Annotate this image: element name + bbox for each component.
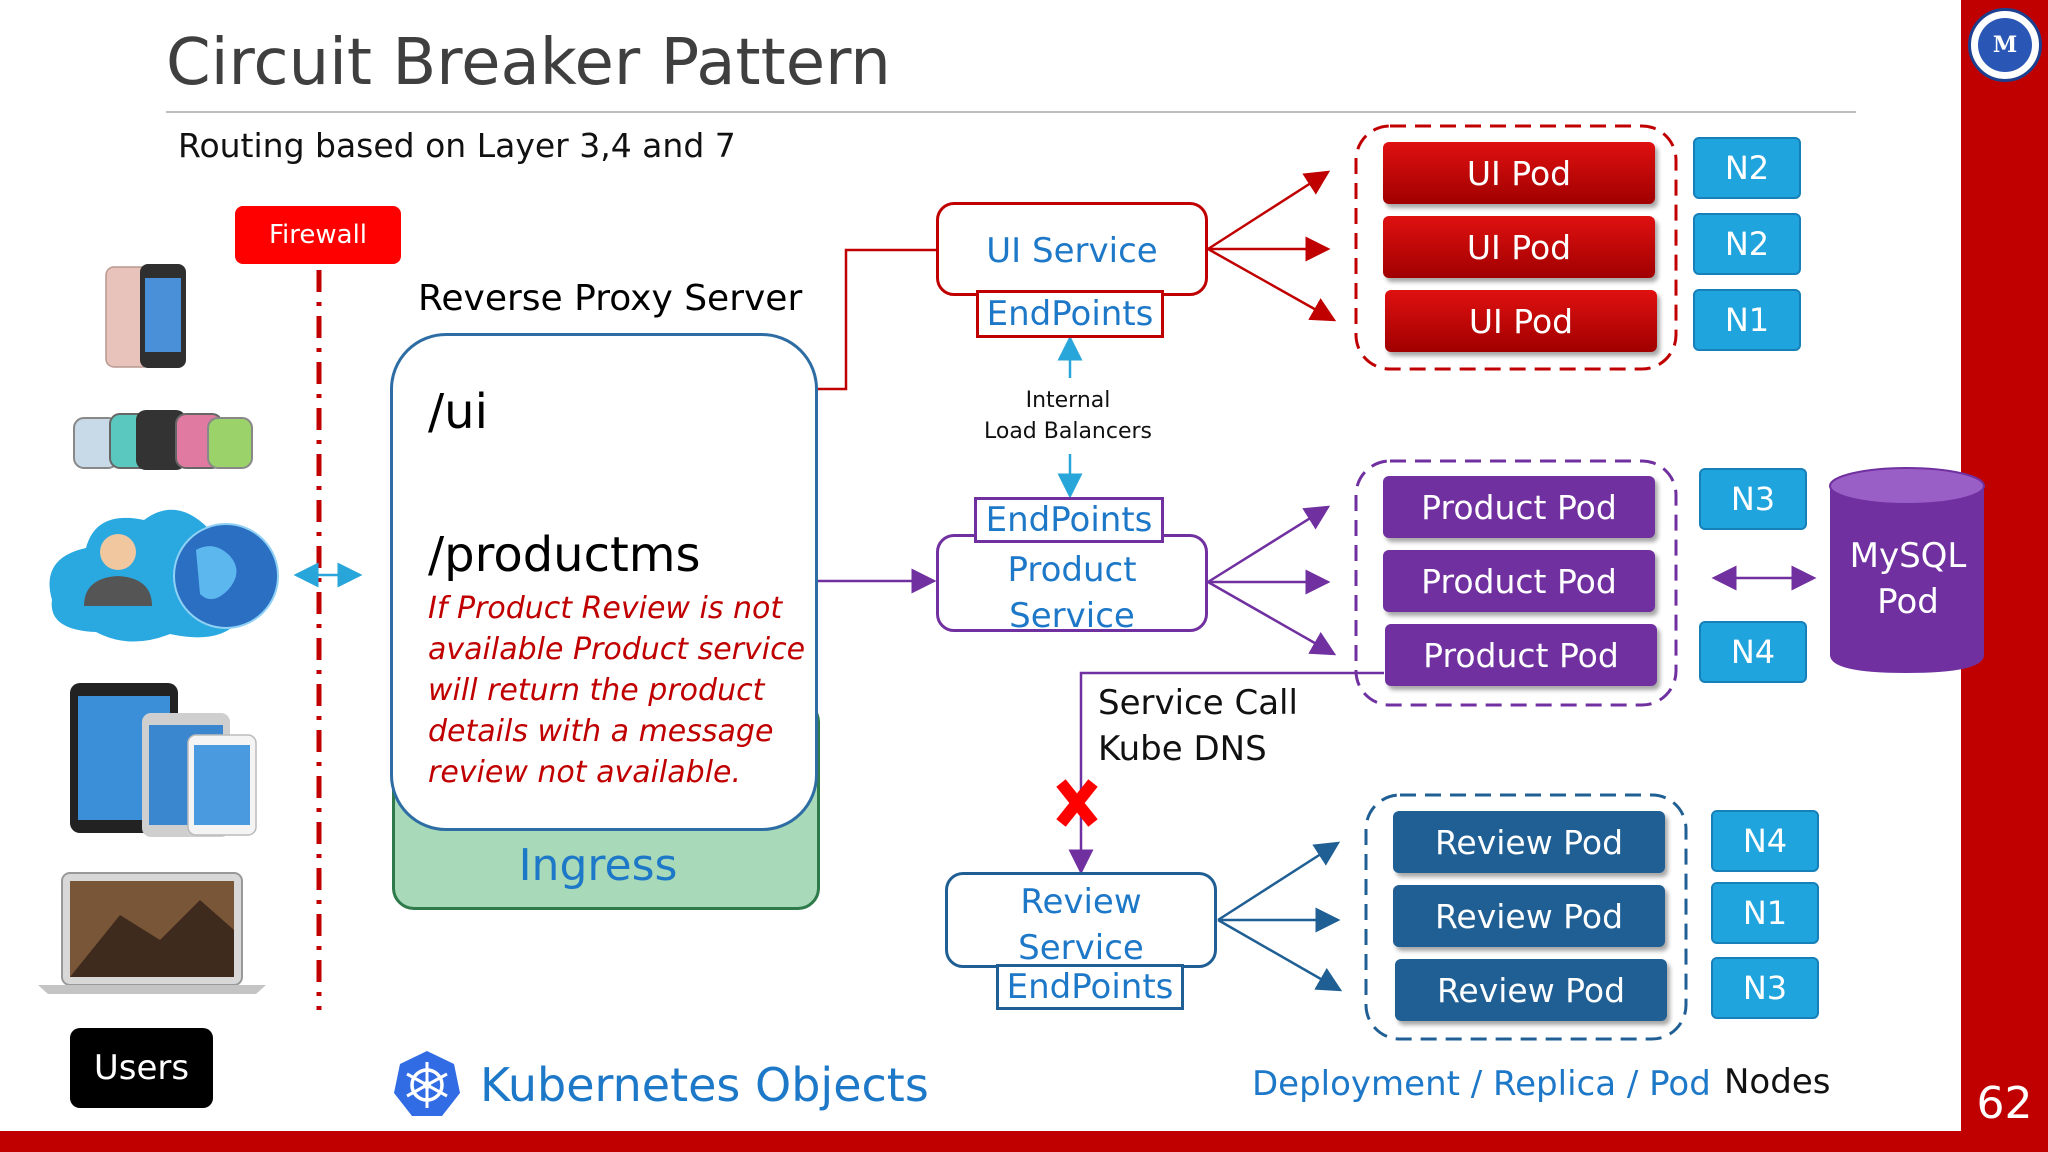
ui-pod-1: UI Pod bbox=[1383, 142, 1655, 204]
review-endpoints-label: EndPoints bbox=[1006, 967, 1174, 1007]
review-fan-1 bbox=[1217, 841, 1341, 922]
product-pod-1: Product Pod bbox=[1383, 476, 1655, 538]
review-endpoints-box: EndPoints bbox=[996, 964, 1184, 1010]
review-fan-3 bbox=[1217, 918, 1343, 992]
kubernetes-logo-icon bbox=[394, 1051, 460, 1116]
internal-lb-line2: Load Balancers bbox=[983, 419, 1153, 444]
ui-service-box: UI Service bbox=[936, 202, 1208, 296]
route-productms: /productms bbox=[428, 527, 701, 583]
phone-icon bbox=[105, 264, 186, 368]
product-node-2: N4 bbox=[1699, 621, 1807, 683]
review-node-3: N3 bbox=[1711, 957, 1819, 1019]
cloud-user-globe-icon bbox=[49, 509, 279, 642]
ui-service-label: UI Service bbox=[986, 231, 1158, 271]
reverse-proxy-label: Reverse Proxy Server bbox=[418, 278, 803, 319]
logo-letter: M bbox=[1978, 18, 2032, 72]
review-service-line1: Review bbox=[1020, 882, 1142, 922]
review-deployment-group bbox=[1364, 793, 1688, 1041]
review-pod-1: Review Pod bbox=[1393, 811, 1665, 873]
ui-node-2: N2 bbox=[1693, 213, 1801, 275]
fallback-note: If Product Review is not available Produ… bbox=[428, 591, 806, 790]
nodes-label: Nodes bbox=[1724, 1062, 1831, 1102]
product-service-box: Product Service bbox=[936, 534, 1208, 636]
mysql-cylinder-icon bbox=[1829, 467, 1985, 673]
ui-endpoints-label: EndPoints bbox=[986, 294, 1154, 334]
title-divider bbox=[166, 111, 1856, 113]
mysql-line2: Pod bbox=[1877, 582, 1939, 622]
product-pod-2: Product Pod bbox=[1383, 550, 1655, 612]
product-endpoints-box: EndPoints bbox=[974, 497, 1164, 543]
product-service-line2: Service bbox=[1009, 596, 1135, 636]
smartwatch-icon bbox=[73, 410, 253, 470]
review-node-2: N1 bbox=[1711, 882, 1819, 944]
slide-title: Circuit Breaker Pattern bbox=[166, 26, 891, 100]
deployment-replica-pod-label: Deployment / Replica / Pod bbox=[1252, 1064, 1711, 1104]
service-call-line2: Kube DNS bbox=[1098, 729, 1267, 769]
firewall-label: Firewall bbox=[235, 206, 401, 264]
ui-deployment-group bbox=[1354, 124, 1678, 371]
mysql-pod-label: MySQL Pod bbox=[1828, 533, 1988, 625]
product-service-line1: Product bbox=[1007, 550, 1137, 590]
product-endpoints-label: EndPoints bbox=[985, 500, 1153, 540]
ui-fan-1 bbox=[1207, 170, 1331, 251]
logo: M bbox=[1968, 8, 2042, 82]
service-call-label: Service Call Kube DNS bbox=[1098, 680, 1298, 772]
page-number: 62 bbox=[1976, 1078, 2033, 1129]
route-ui: /ui bbox=[428, 384, 488, 440]
ui-node-3: N1 bbox=[1693, 289, 1801, 351]
product-node-1: N3 bbox=[1699, 468, 1807, 530]
ui-fan-3 bbox=[1207, 247, 1337, 322]
ui-pod-2: UI Pod bbox=[1383, 216, 1655, 278]
product-fan-1 bbox=[1207, 505, 1331, 584]
slide-subtitle: Routing based on Layer 3,4 and 7 bbox=[178, 126, 736, 165]
product-fan-3 bbox=[1207, 580, 1337, 656]
review-pod-2: Review Pod bbox=[1393, 885, 1665, 947]
review-pod-3: Review Pod bbox=[1395, 959, 1667, 1021]
circuit-broken-x-icon bbox=[1056, 779, 1098, 827]
ingress-label: Ingress bbox=[518, 840, 678, 891]
mysql-line1: MySQL bbox=[1849, 536, 1967, 576]
internal-lb-line1: Internal bbox=[1025, 388, 1111, 413]
tablet-icon bbox=[70, 683, 257, 837]
review-service-line2: Service bbox=[1018, 928, 1144, 968]
users-label: Users bbox=[70, 1028, 213, 1108]
kubernetes-objects-label: Kubernetes Objects bbox=[480, 1058, 929, 1112]
slide-bottom-band bbox=[0, 1131, 1961, 1152]
laptop-icon bbox=[38, 872, 266, 994]
service-call-line1: Service Call bbox=[1098, 683, 1298, 723]
product-pod-3: Product Pod bbox=[1385, 624, 1657, 686]
review-service-box: Review Service bbox=[945, 872, 1217, 968]
review-node-1: N4 bbox=[1711, 810, 1819, 872]
product-deployment-group bbox=[1354, 459, 1678, 707]
ui-node-1: N2 bbox=[1693, 137, 1801, 199]
ui-pod-3: UI Pod bbox=[1385, 290, 1657, 352]
reverse-proxy-box bbox=[390, 333, 818, 831]
ui-endpoints-box: EndPoints bbox=[976, 290, 1164, 338]
